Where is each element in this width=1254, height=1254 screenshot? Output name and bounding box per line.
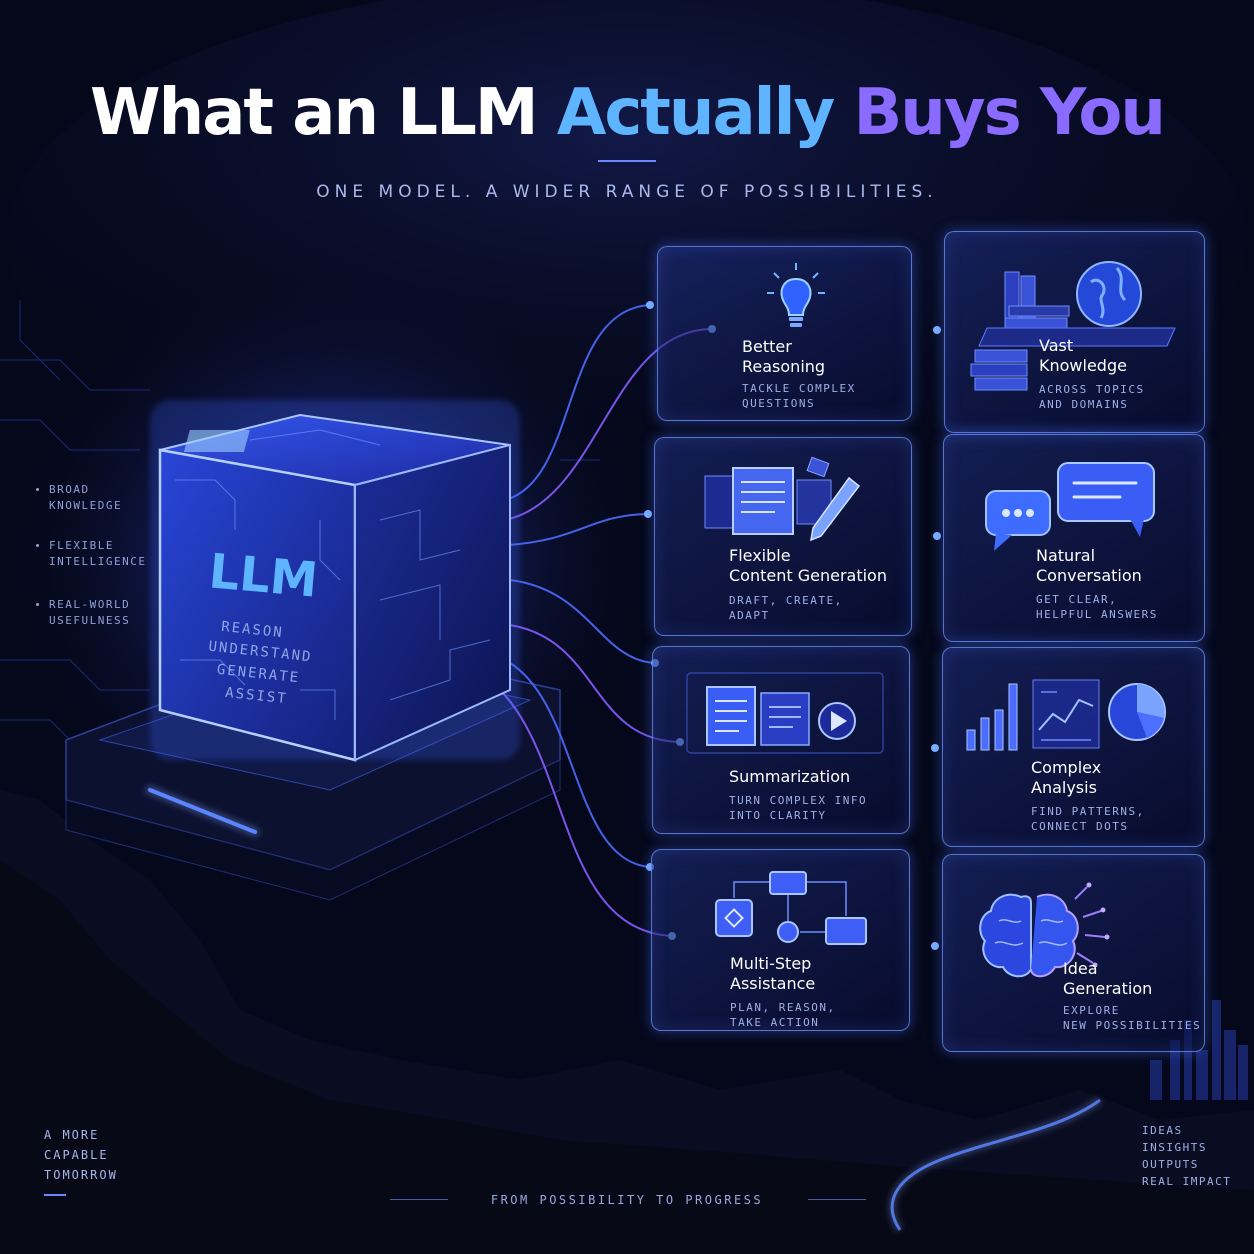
card-desc: TURN COMPLEX INFO INTO CLARITY <box>729 794 868 822</box>
card-title: Idea Generation <box>1063 959 1153 998</box>
footer-rule-left <box>390 1199 448 1200</box>
feature-card-multi-step-assistance: Multi-Step Assistance PLAN, REASON, TAKE… <box>651 849 910 1031</box>
title-part-1: What an LLM <box>90 76 557 150</box>
summary-documents-icon <box>686 672 884 754</box>
bullet-dot <box>36 544 39 547</box>
chat-bubbles-icon <box>985 462 1155 551</box>
bullet-dot <box>36 603 39 606</box>
feature-card-vast-knowledge: Vast Knowledge ACROSS TOPICS AND DOMAINS <box>944 231 1205 433</box>
title-part-2: Actually <box>556 76 854 150</box>
card-desc: TACKLE COMPLEX QUESTIONS <box>742 382 856 410</box>
tagline-divider <box>44 1194 66 1196</box>
side-list-item: FLEXIBLE INTELLIGENCE <box>36 538 146 570</box>
feature-card-natural-conversation: Natural Conversation GET CLEAR, HELPFUL … <box>943 434 1205 642</box>
side-list-label: FLEXIBLE INTELLIGENCE <box>49 539 147 568</box>
card-desc: GET CLEAR, HELPFUL ANSWERS <box>1036 593 1158 621</box>
feature-card-complex-analysis: Complex Analysis FIND PATTERNS, CONNECT … <box>942 647 1205 847</box>
documents-pen-icon <box>704 456 861 542</box>
title-divider <box>598 160 656 162</box>
card-desc: EXPLORE NEW POSSIBILITIES <box>1063 1004 1202 1032</box>
feature-card-summarization: Summarization TURN COMPLEX INFO INTO CLA… <box>652 646 910 834</box>
title-part-3: Buys You <box>853 76 1166 150</box>
flowchart-icon <box>715 871 867 945</box>
footer-text: FROM POSSIBILITY TO PROGRESS <box>490 1193 764 1207</box>
card-title: Complex Analysis <box>1031 758 1102 797</box>
brain-icon <box>979 882 1110 978</box>
side-list-label: BROAD KNOWLEDGE <box>49 483 123 512</box>
card-desc: ACROSS TOPICS AND DOMAINS <box>1039 383 1145 411</box>
outcomes-list: IDEAS INSIGHTS OUTPUTS REAL IMPACT <box>1142 1124 1232 1188</box>
card-desc: PLAN, REASON, TAKE ACTION <box>730 1001 836 1029</box>
side-list-item: BROAD KNOWLEDGE <box>36 482 122 514</box>
lightbulb-icon <box>767 263 825 327</box>
cube-word: REASON <box>220 619 284 641</box>
cube-word: ASSIST <box>224 685 288 707</box>
tagline-bottom-left: A MORE CAPABLE TOMORROW <box>44 1128 118 1182</box>
books-globe-icon <box>970 261 1176 391</box>
card-title: Natural Conversation <box>1036 546 1142 585</box>
feature-card-better-reasoning: Better Reasoning TACKLE COMPLEX QUESTION… <box>657 246 912 421</box>
bullet-dot <box>36 488 39 491</box>
feature-card-idea-generation: Idea Generation EXPLORE NEW POSSIBILITIE… <box>942 854 1205 1052</box>
feature-card-flexible-content-generation: Flexible Content Generation DRAFT, CREAT… <box>654 437 912 636</box>
page-title: What an LLM Actually Buys You <box>0 78 1254 148</box>
analytics-charts-icon <box>966 679 1166 751</box>
card-title: Vast Knowledge <box>1039 336 1127 375</box>
card-title: Flexible Content Generation <box>729 546 887 585</box>
side-list-item: REAL-WORLD USEFULNESS <box>36 597 130 629</box>
card-desc: FIND PATTERNS, CONNECT DOTS <box>1031 805 1145 833</box>
card-title: Better Reasoning <box>742 337 826 376</box>
card-title: Summarization <box>729 767 851 786</box>
page-subtitle: ONE MODEL. A WIDER RANGE OF POSSIBILITIE… <box>316 182 938 202</box>
footer-rule-right <box>808 1199 866 1200</box>
card-title: Multi-Step Assistance <box>730 954 816 993</box>
side-list-label: REAL-WORLD USEFULNESS <box>49 598 131 627</box>
card-desc: DRAFT, CREATE, ADAPT <box>729 594 843 622</box>
cube-label: LLM <box>207 543 320 608</box>
